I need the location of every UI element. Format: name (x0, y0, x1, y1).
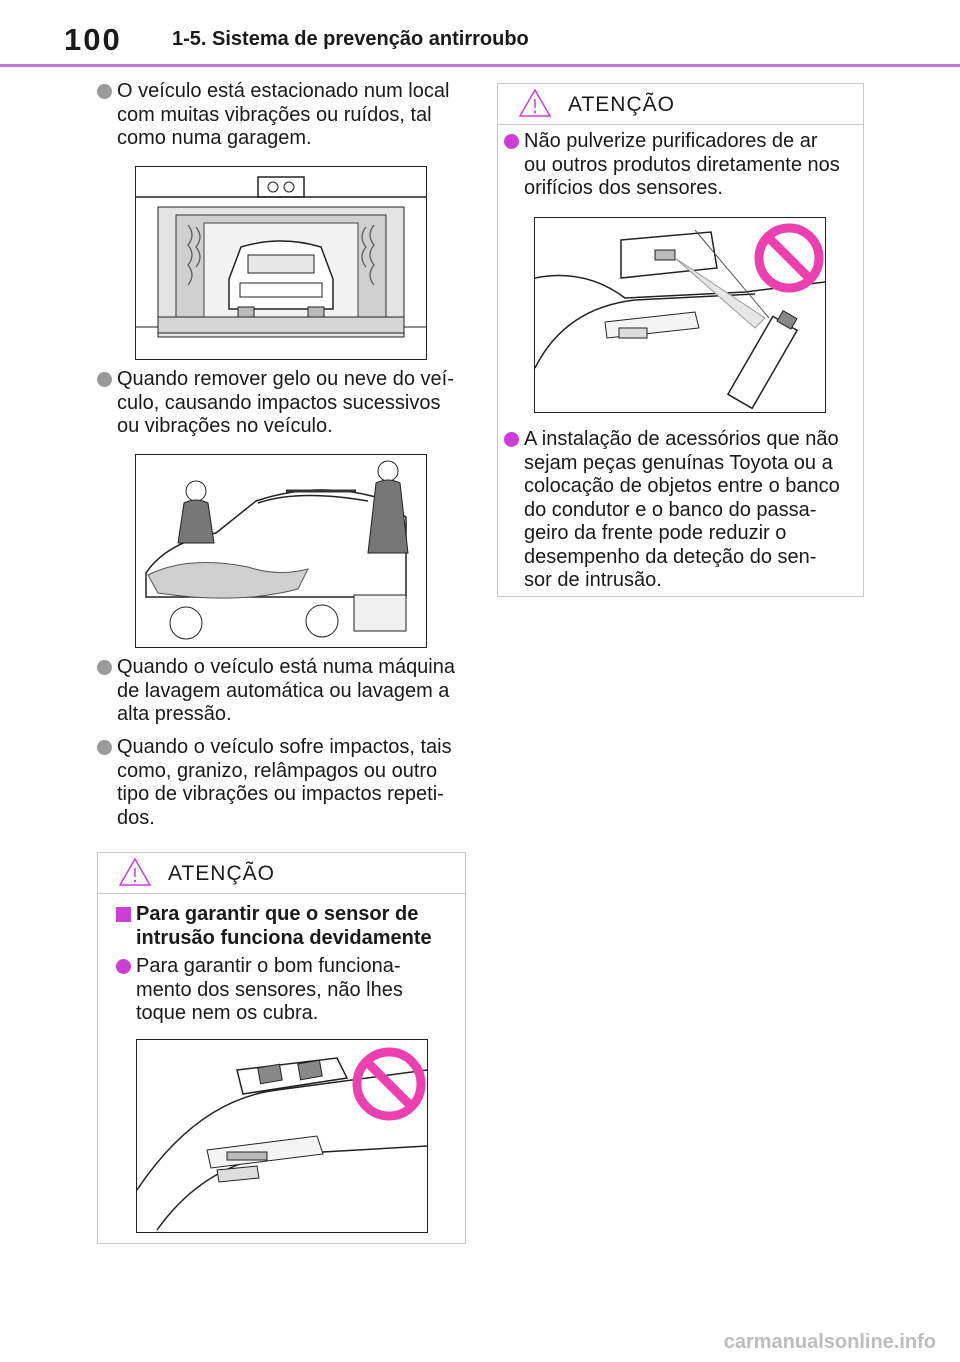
warning-triangle-icon (518, 88, 552, 117)
warning-title: ATENÇÃO (168, 862, 275, 885)
figure-removing-snow (135, 454, 427, 648)
square-bullet-icon (116, 907, 131, 922)
page-header: 100 1-5. Sistema de prevenção antirroubo (0, 0, 960, 68)
list-item-car-wash: Quando o veículo está numa máquina de la… (97, 656, 477, 728)
bullet-icon (97, 84, 112, 99)
bullet-icon (97, 740, 112, 755)
warning-box-right: ATENÇÃO Não pulverize purificadores de a… (497, 83, 864, 597)
figure-car-in-garage (135, 166, 427, 360)
warning-heading: Para garantir que o sensor de intrusão f… (116, 903, 456, 951)
overhead-console-illustration (137, 1047, 427, 1231)
bullet-icon (504, 432, 519, 447)
prohibition-icon (754, 223, 824, 293)
snow-removal-illustration (145, 460, 409, 640)
figure-spray (534, 217, 826, 413)
list-item-garage: O veículo está estacionado num local com… (97, 80, 477, 152)
list-item-do-not-cover: Para garantir o bom funciona- mento dos … (116, 955, 456, 1027)
warning-header: ATENÇÃO (498, 84, 863, 125)
list-item-impacts: Quando o veículo sofre impactos, tais co… (97, 736, 477, 832)
warning-title: ATENÇÃO (568, 93, 675, 116)
bullet-icon (97, 372, 112, 387)
garage-illustration (136, 176, 426, 338)
figure-sensor-cover (136, 1039, 428, 1233)
bullet-icon (116, 959, 131, 974)
section-title: 1-5. Sistema de prevenção antirroubo (172, 28, 529, 50)
spray-illustration (535, 223, 825, 410)
warning-header: ATENÇÃO (98, 853, 465, 894)
list-item-accessories: A instalação de acessórios que não sejam… (504, 428, 856, 596)
prohibition-icon (352, 1047, 426, 1121)
list-item-removing-snow: Quando remover gelo ou neve do veí- culo… (97, 368, 477, 440)
warning-triangle-icon (118, 857, 152, 886)
page-number: 100 (64, 22, 122, 57)
list-item-no-spray: Não pulverize purificadores de ar ou out… (504, 130, 856, 202)
watermark: carmanualsonline.info (723, 1331, 936, 1353)
bullet-icon (97, 660, 112, 675)
bullet-icon (504, 134, 519, 149)
warning-box-left: ATENÇÃO Para garantir que o sensor de in… (97, 852, 466, 1244)
header-rule (0, 64, 960, 67)
